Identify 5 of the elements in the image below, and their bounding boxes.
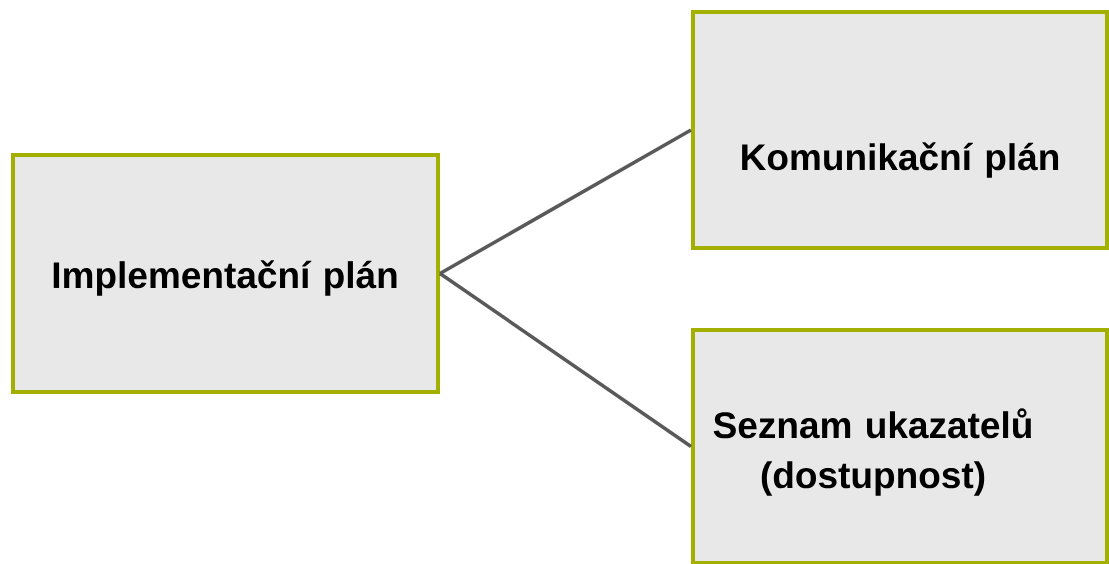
text-box: Seznam ukazatelů (dostupnost) <box>691 328 1109 564</box>
text-box: Komunikační plán <box>691 10 1109 250</box>
connector-line <box>439 272 692 448</box>
text-box: Implementační plán <box>11 153 440 394</box>
connector-line <box>439 128 692 275</box>
